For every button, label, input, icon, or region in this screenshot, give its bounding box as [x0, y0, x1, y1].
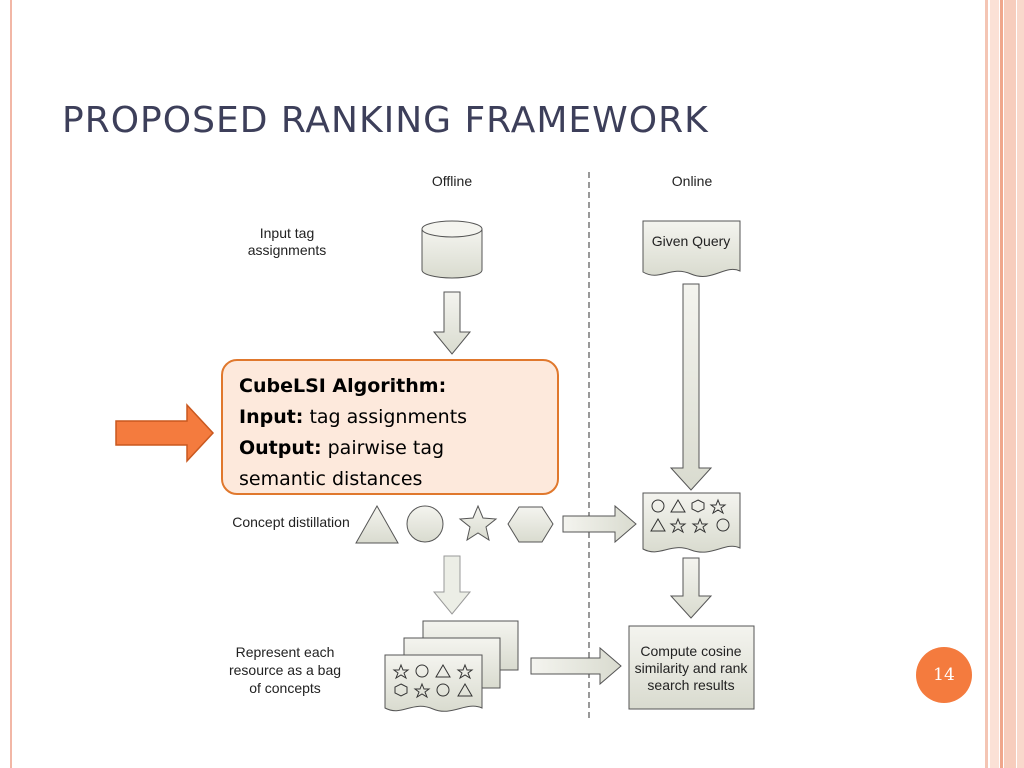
arrow-right-icon	[530, 646, 622, 686]
right-border-stripe	[985, 0, 988, 768]
compute-label-line: similarity and rank	[635, 660, 749, 676]
callout-output-value: pairwise tag	[327, 437, 445, 459]
query-concepts-document-icon	[642, 492, 741, 553]
star-icon	[458, 504, 498, 542]
right-border-stripe	[1000, 0, 1003, 768]
callout-input-value: tag assignments	[309, 406, 468, 428]
represent-label-line: of concepts	[249, 680, 321, 696]
circle-icon	[406, 505, 444, 543]
right-border-stripe	[1017, 0, 1024, 768]
represent-label-line: resource as a bag	[229, 662, 341, 678]
callout-output-value-cont: semantic distances	[239, 468, 423, 490]
resource-documents-stack-icon	[384, 620, 519, 712]
callout-output-key: Output:	[239, 437, 322, 459]
online-header: Online	[672, 173, 713, 189]
represent-label-line: Represent each	[236, 644, 335, 660]
input-label-line: Input tag	[260, 225, 315, 241]
arrow-down-icon	[669, 557, 713, 619]
query-document-icon: Given Query	[642, 220, 741, 277]
callout-title: CubeLSI Algorithm:	[239, 375, 447, 397]
database-icon	[421, 220, 483, 279]
cubelsi-callout: CubeLSI Algorithm: Input: tag assignment…	[221, 359, 559, 495]
offline-header: Offline	[432, 173, 472, 189]
compute-label-line: search results	[647, 677, 734, 693]
slide-title: PROPOSED RANKING FRAMEWORK	[62, 100, 709, 141]
callout-input-key: Input:	[239, 406, 304, 428]
left-border-line	[10, 0, 12, 768]
input-label-line: assignments	[248, 242, 327, 258]
right-border-stripe	[990, 0, 999, 768]
arrow-down-icon	[432, 555, 472, 615]
compute-label-line: Compute cosine	[640, 643, 741, 659]
page-number-badge: 14	[916, 647, 972, 703]
compute-box	[628, 625, 755, 710]
concept-distillation-label: Concept distillation	[232, 514, 350, 530]
query-label: Given Query	[652, 233, 731, 249]
hexagon-icon	[507, 506, 554, 543]
right-border-stripe	[1004, 0, 1016, 768]
highlight-arrow-icon	[115, 403, 215, 463]
arrow-down-icon	[669, 283, 713, 491]
arrow-down-icon	[432, 291, 472, 355]
arrow-right-icon	[562, 504, 637, 544]
triangle-icon	[355, 504, 399, 544]
